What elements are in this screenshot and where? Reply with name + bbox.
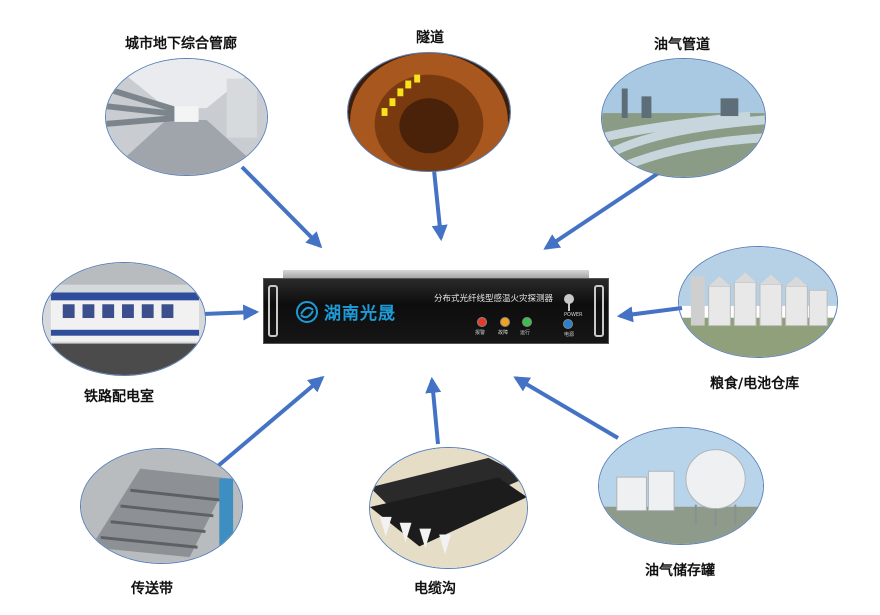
device-title: 分布式光纤线型感温火灾探测器 (434, 294, 554, 304)
label-grain-warehouse: 粮食/电池仓库 (710, 376, 800, 392)
label-utility-tunnel: 城市地下综合管廊 (125, 36, 237, 52)
photo-railway-room (42, 262, 206, 376)
arrow-oil-pipeline (543, 170, 662, 250)
brand-name: 湖南光晟 (324, 304, 396, 324)
power-label: POWER (564, 312, 583, 318)
label-railway-room: 铁路配电室 (84, 389, 154, 405)
arrow-railway-room (202, 304, 260, 321)
fault-led (500, 317, 510, 327)
device-brand: 湖南光晟 (296, 299, 396, 324)
label-conveyor: 传送带 (131, 581, 173, 597)
arrow-utility-tunnel (240, 165, 323, 249)
key-icon (564, 294, 574, 311)
label-oil-tank: 油气储存罐 (645, 563, 715, 579)
run-label: 运行 (520, 330, 531, 336)
device-top-panel (283, 270, 589, 280)
label-oil-pipeline: 油气管道 (654, 37, 710, 53)
label-cable-trench: 电缆沟 (414, 581, 456, 597)
power-cn-label: 电源 (564, 332, 575, 338)
left-handle (268, 285, 278, 337)
photo-oil-tank (598, 427, 764, 545)
label-tunnel: 隧道 (416, 30, 444, 46)
run-led (522, 317, 532, 327)
photo-cable-trench (369, 447, 528, 569)
fire-detector-device: 湖南光晟 分布式光纤线型感温火灾探测器 报警 故障 运行 POWER 电源 (263, 278, 609, 344)
arrow-tunnel (431, 169, 448, 242)
alarm-led (477, 317, 487, 327)
arrow-oil-tank (513, 376, 620, 440)
photo-conveyor (80, 448, 243, 564)
photo-utility-tunnel (105, 58, 268, 176)
brand-logo-icon (296, 300, 318, 323)
arrow-grain-warehouse (616, 306, 683, 323)
photo-grain-warehouse (678, 246, 838, 358)
power-led (563, 319, 573, 329)
arrow-cable-trench (425, 376, 442, 445)
right-handle (594, 285, 604, 337)
photo-oil-pipeline (601, 58, 766, 178)
arrow-conveyor (216, 375, 325, 468)
alarm-label: 报警 (475, 330, 486, 336)
photo-tunnel (347, 52, 511, 172)
fault-label: 故障 (498, 330, 509, 336)
